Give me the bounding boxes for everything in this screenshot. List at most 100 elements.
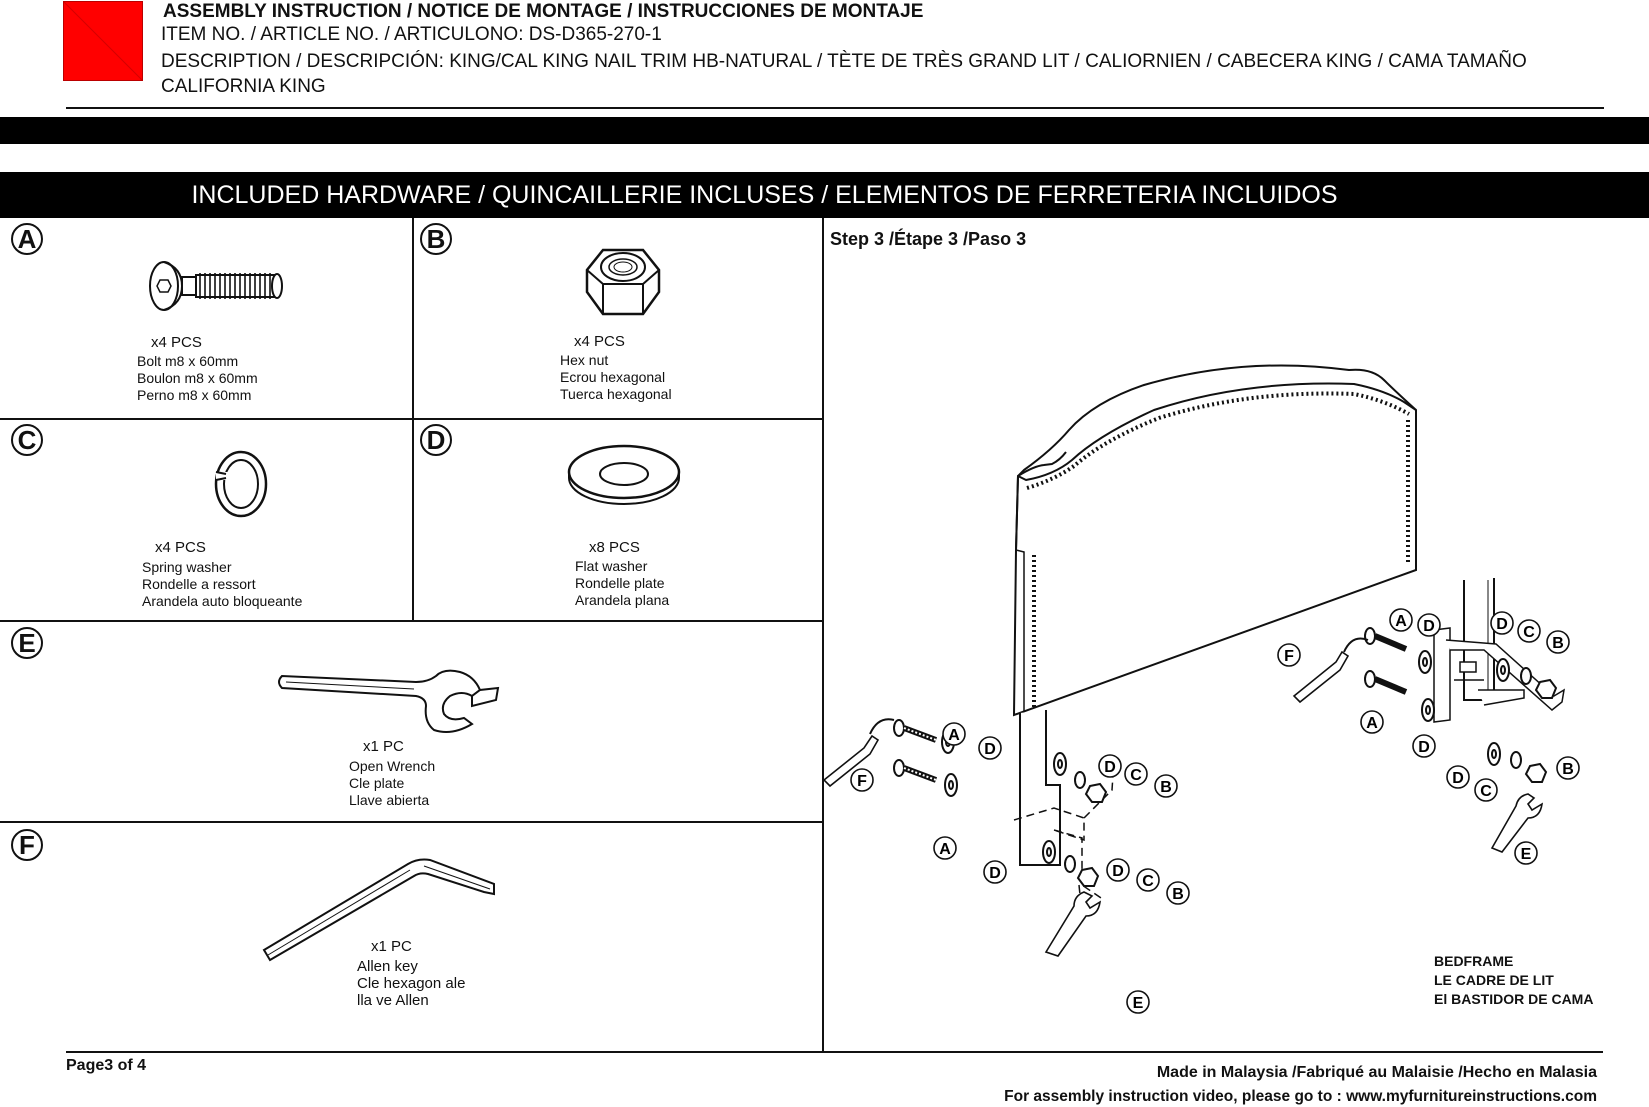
desc-c-es: Arandela auto bloqueante — [142, 593, 303, 609]
desc-c-en: Spring washer — [142, 559, 232, 575]
desc-e-en: Open Wrench — [349, 758, 436, 774]
callout-d-left-1: D — [978, 736, 1002, 760]
callout-text: D — [984, 741, 996, 758]
description-line-1: DESCRIPTION / DESCRIPCIÓN: KING/CAL KING… — [161, 51, 1527, 72]
document-title: ASSEMBLY INSTRUCTION / NOTICE DE MONTAGE… — [163, 1, 924, 22]
desc-e-fr: Cle plate — [349, 775, 405, 791]
desc-f-en: Allen key — [357, 958, 418, 975]
qty-c: x4 PCS — [155, 539, 206, 556]
callout-b-right-1: B — [1546, 630, 1570, 654]
assembly-diagram: A A D D D C B D C B F E A A D D D C B D … — [824, 364, 1580, 1014]
callout-b-left-2: B — [1166, 881, 1190, 905]
qty-b: x4 PCS — [574, 333, 625, 350]
qty-f: x1 PC — [371, 938, 412, 955]
desc-a-fr: Boulon m8 x 60mm — [137, 370, 258, 386]
desc-f: Allen key Cle hexagon ale lla ve Allen — [357, 958, 465, 1009]
callout-d-left-4: D — [1106, 858, 1130, 882]
desc-e-es: Llave abierta — [349, 792, 430, 808]
callout-c-right-1: C — [1517, 619, 1541, 643]
callout-text: A — [948, 727, 960, 744]
desc-c-fr: Rondelle a ressort — [142, 576, 256, 592]
desc-d-fr: Rondelle plate — [575, 575, 665, 591]
label-f: F — [11, 829, 43, 861]
description-line-2: CALIFORNIA KING — [161, 76, 326, 97]
callout-text: B — [1160, 779, 1172, 796]
desc-b-en: Hex nut — [560, 352, 609, 368]
callout-text: A — [1366, 715, 1378, 732]
callout-text: B — [1562, 761, 1574, 778]
callout-c-left-1: C — [1124, 762, 1148, 786]
desc-c: Spring washer Rondelle a ressort Arandel… — [142, 559, 302, 610]
desc-a: Bolt m8 x 60mm Boulon m8 x 60mm Perno m8… — [137, 353, 258, 404]
callout-a-top-left: A — [942, 722, 966, 746]
label-a: A — [11, 223, 43, 255]
label-b: B — [420, 223, 452, 255]
hardware-banner — [0, 172, 1649, 218]
row-divider-1 — [0, 418, 822, 420]
spring-washer-icon — [214, 450, 268, 518]
desc-f-fr: Cle hexagon ale — [357, 975, 466, 992]
bedframe-fr: LE CADRE DE LIT — [1434, 972, 1554, 988]
video-link[interactable]: For assembly instruction video, please g… — [1004, 1088, 1597, 1105]
wrench-icon — [278, 669, 500, 733]
callout-b-left-1: B — [1154, 774, 1178, 798]
hardware-banner-text: INCLUDED HARDWARE / QUINCAILLERIE INCLUS… — [191, 181, 1338, 209]
label-c: C — [11, 424, 43, 456]
callout-d-right-4: D — [1446, 765, 1470, 789]
callout-text: B — [1552, 635, 1564, 652]
step-callouts: A A D D D C B D C B F E A A D D D C B D … — [850, 608, 1580, 1014]
header-divider — [66, 107, 1604, 109]
callout-c-left-2: C — [1136, 868, 1160, 892]
page-number: Page3 of 4 — [66, 1057, 147, 1074]
desc-b: Hex nut Ecrou hexagonal Tuerca hexagonal — [560, 352, 672, 403]
bedframe-es: El BASTIDOR DE CAMA — [1434, 991, 1594, 1007]
callout-text: D — [1452, 770, 1464, 787]
made-in: Made in Malaysia /Fabriqué au Malaisie /… — [1156, 1064, 1597, 1081]
bedframe-en: BEDFRAME — [1434, 953, 1514, 969]
bedframe-label: BEDFRAME LE CADRE DE LIT El BASTIDOR DE … — [1434, 952, 1593, 1009]
callout-a-bottom-right: A — [1360, 710, 1384, 734]
callout-f-left: F — [850, 768, 874, 792]
callout-text: F — [857, 773, 867, 790]
logo-mark — [63, 1, 143, 81]
callout-text: A — [1395, 613, 1407, 630]
desc-a-en: Bolt m8 x 60mm — [137, 353, 239, 369]
footer-divider — [66, 1051, 1603, 1053]
callout-c-right-2: C — [1474, 778, 1498, 802]
label-d: D — [420, 424, 452, 456]
row-divider-3 — [0, 821, 822, 823]
column-divider — [822, 218, 824, 1051]
desc-f-es: lla ve Allen — [357, 992, 429, 1009]
callout-text: A — [939, 841, 951, 858]
desc-d: Flat washer Rondelle plate Arandela plan… — [575, 558, 669, 609]
decorative-band — [0, 117, 1649, 144]
callout-text: E — [1133, 995, 1144, 1012]
callout-text: F — [1284, 648, 1294, 665]
label-e: E — [11, 627, 43, 659]
callout-d-left-3: D — [1098, 754, 1122, 778]
headboard-illustration — [1012, 364, 1495, 866]
desc-e: Open Wrench Cle plate Llave abierta — [349, 758, 435, 809]
callout-a-top-right: A — [1389, 608, 1413, 632]
callout-text: D — [1496, 616, 1508, 633]
right-hardware — [1364, 627, 1558, 783]
qty-a: x4 PCS — [151, 334, 202, 351]
qty-e: x1 PC — [363, 738, 404, 755]
item-number: ITEM NO. / ARTICLE NO. / ARTICULONO: DS-… — [161, 24, 662, 45]
bolt-icon — [149, 261, 283, 311]
desc-b-fr: Ecrou hexagonal — [560, 369, 666, 385]
callout-d-left-2: D — [983, 860, 1007, 884]
qty-d: x8 PCS — [589, 539, 640, 556]
callout-text: D — [1104, 759, 1116, 776]
allen-key-icon — [262, 858, 495, 962]
desc-d-en: Flat washer — [575, 558, 648, 574]
callout-text: D — [1418, 739, 1430, 756]
callout-text: C — [1480, 783, 1492, 800]
callout-text: D — [989, 865, 1001, 882]
callout-e-left: E — [1126, 990, 1150, 1014]
callout-f-right: F — [1277, 643, 1301, 667]
flat-washer-icon — [567, 444, 681, 505]
callout-text: B — [1172, 886, 1184, 903]
desc-a-es: Perno m8 x 60mm — [137, 387, 252, 403]
callout-d-right-2: D — [1412, 734, 1436, 758]
